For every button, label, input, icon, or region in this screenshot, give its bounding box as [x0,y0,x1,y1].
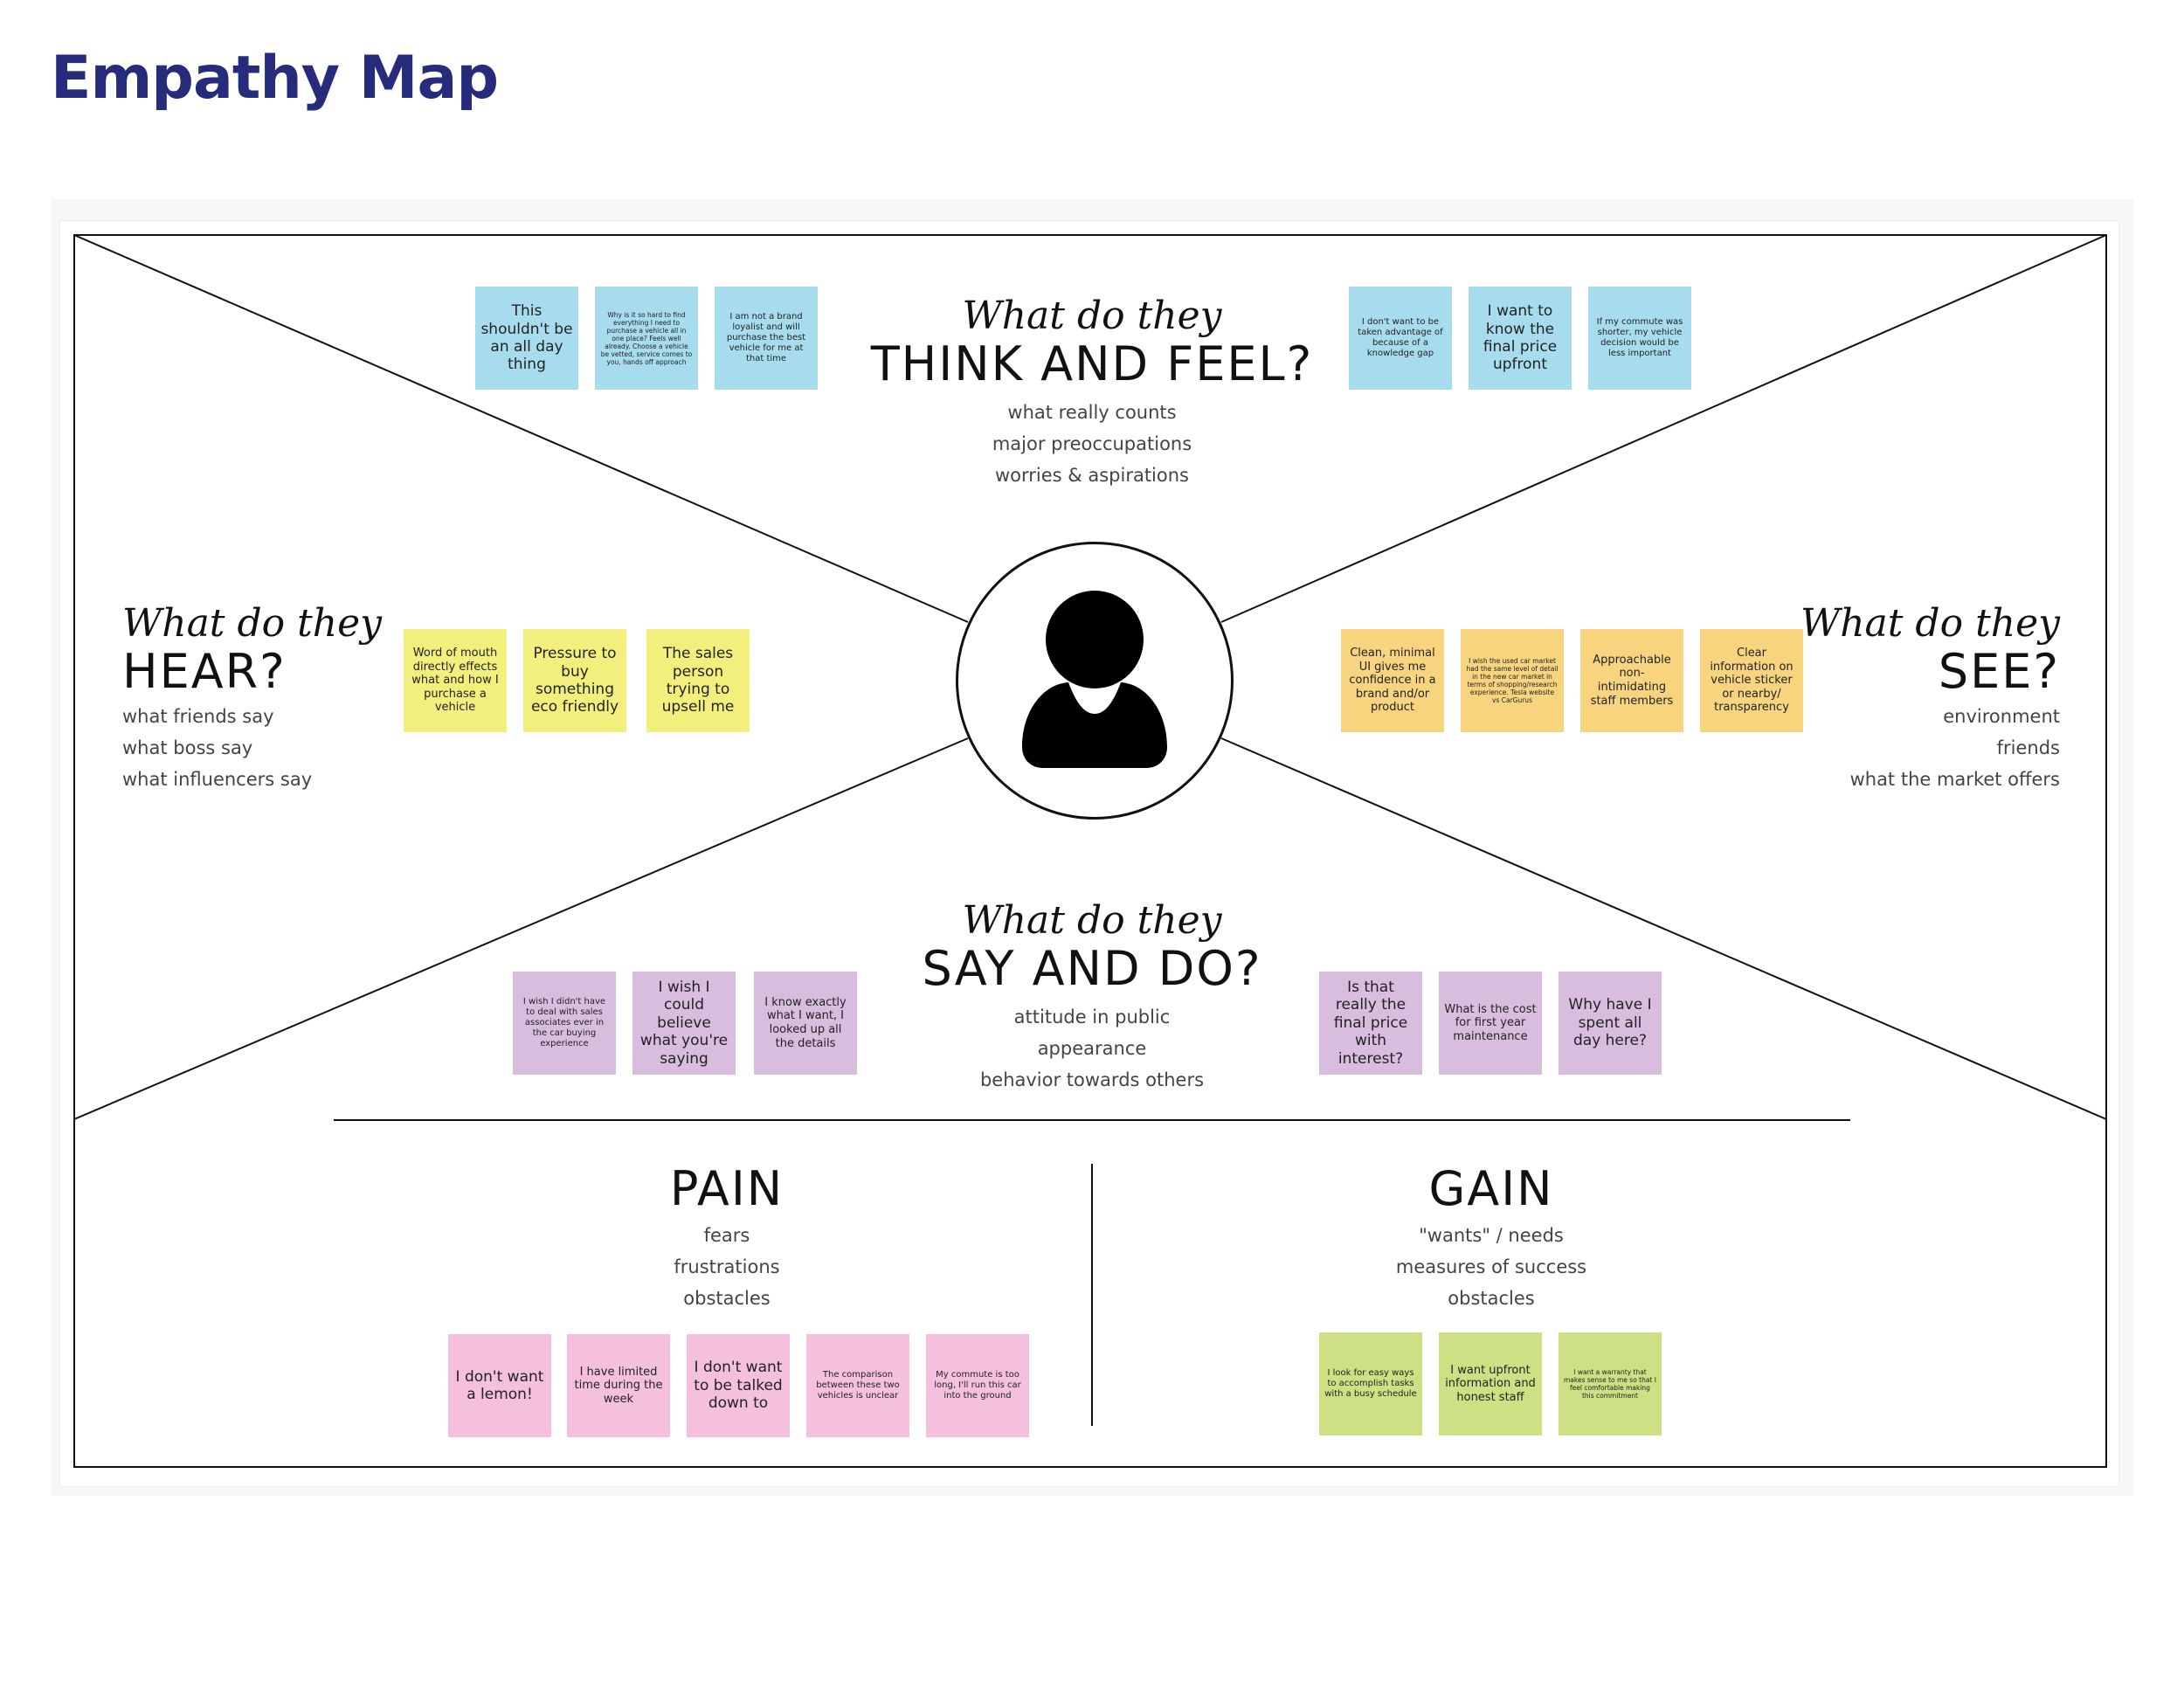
think-feel-prompt: what really counts [1007,402,1177,424]
hear-heading: HEAR? [122,644,287,700]
sticky-note-say[interactable]: Is that really the final price with inte… [1319,972,1422,1075]
say-do-section: What do they SAY AND DO? attitude in pub… [830,898,1354,1096]
see-heading: SEE? [1938,644,2060,700]
divider-bottom-left [73,737,969,1120]
gain-prompt: "wants" / needs [1419,1225,1564,1247]
sticky-note-say[interactable]: Why have I spent all day here? [1559,972,1662,1075]
see-section: What do they SEE? environment friends wh… [1747,601,2060,795]
pain-heading: PAIN [669,1161,784,1216]
sticky-note-think[interactable]: This shouldn't be an all day thing [475,287,578,390]
say-do-script: What do they [962,898,1222,943]
sticky-note-think[interactable]: I don't want to be taken advantage of be… [1349,287,1452,390]
sticky-note-think[interactable]: I am not a brand loyalist and will purch… [715,287,818,390]
hear-script: What do they [122,601,383,646]
see-script: What do they [1800,601,2060,646]
sticky-note-pain[interactable]: My commute is too long, I'll run this ca… [926,1334,1029,1437]
think-feel-section: What do they THINK AND FEEL? what really… [830,294,1354,491]
see-prompt: environment [1943,706,2060,728]
think-feel-prompt: major preoccupations [992,433,1192,455]
sticky-note-say[interactable]: What is the cost for first year maintena… [1439,972,1542,1075]
sticky-note-see[interactable]: Clear information on vehicle sticker or … [1700,629,1803,732]
say-do-prompt: appearance [1037,1038,1147,1060]
pain-prompt: obstacles [683,1288,771,1310]
say-do-prompt: behavior towards others [979,1069,1205,1091]
persona-circle [956,542,1234,820]
pain-section: PAIN fears frustrations obstacles [552,1161,902,1314]
page-title: Empathy Map [51,44,499,113]
divider-bottom-right [1220,737,2107,1120]
think-feel-heading: THINK AND FEEL? [870,336,1314,392]
gain-prompt: obstacles [1448,1288,1535,1310]
sticky-note-pain[interactable]: I don't want a lemon! [448,1334,551,1437]
think-feel-script: What do they [962,294,1222,338]
sticky-note-say[interactable]: I wish I could believe what you're sayin… [632,972,736,1075]
sticky-note-see[interactable]: Approachable non-intimidating staff memb… [1580,629,1683,732]
say-do-prompt: attitude in public [1013,1007,1171,1028]
sticky-note-see[interactable]: I wish the used car market had the same … [1461,629,1564,732]
sticky-note-think[interactable]: If my commute was shorter, my vehicle de… [1588,287,1691,390]
sticky-note-gain[interactable]: I want upfront information and honest st… [1439,1332,1542,1435]
sticky-note-pain[interactable]: I have limited time during the week [567,1334,670,1437]
sticky-note-hear[interactable]: Word of mouth directly effects what and … [404,629,507,732]
see-prompt: friends [1996,737,2060,759]
hear-prompt: what influencers say [122,769,313,791]
hear-section: What do they HEAR? what friends say what… [122,601,402,795]
sticky-note-think[interactable]: Why is it so hard to find everything I n… [595,287,698,390]
sticky-note-say[interactable]: I know exactly what I want, I looked up … [754,972,857,1075]
sticky-note-gain[interactable]: I look for easy ways to accomplish tasks… [1319,1332,1422,1435]
empathy-map-frame [73,234,2107,1468]
gain-heading: GAIN [1428,1161,1554,1216]
sticky-note-pain[interactable]: The comparison between these two vehicle… [806,1334,909,1437]
sticky-note-see[interactable]: Clean, minimal UI gives me confidence in… [1341,629,1444,732]
hear-prompt: what boss say [122,737,253,759]
sticky-note-hear[interactable]: Pressure to buy something eco friendly [523,629,626,732]
sticky-note-pain[interactable]: I don't want to be talked down to [687,1334,790,1437]
gain-section: GAIN "wants" / needs measures of success… [1317,1161,1666,1314]
pain-prompt: frustrations [674,1256,780,1278]
pain-prompt: fears [703,1225,750,1247]
say-do-heading: SAY AND DO? [922,941,1262,997]
sticky-note-hear[interactable]: The sales person trying to upsell me [646,629,750,732]
person-silhouette-icon [1022,591,1167,768]
divider-top-left [73,234,969,623]
think-feel-prompt: worries & aspirations [995,465,1189,487]
sticky-note-gain[interactable]: I want a warranty that makes sense to me… [1559,1332,1662,1435]
see-prompt: what the market offers [1849,769,2060,791]
hear-prompt: what friends say [122,706,274,728]
sticky-note-think[interactable]: I want to know the final price upfront [1469,287,1572,390]
divider-top-right [1220,234,2107,623]
gain-prompt: measures of success [1395,1256,1587,1278]
sticky-note-say[interactable]: I wish I didn't have to deal with sales … [513,972,616,1075]
